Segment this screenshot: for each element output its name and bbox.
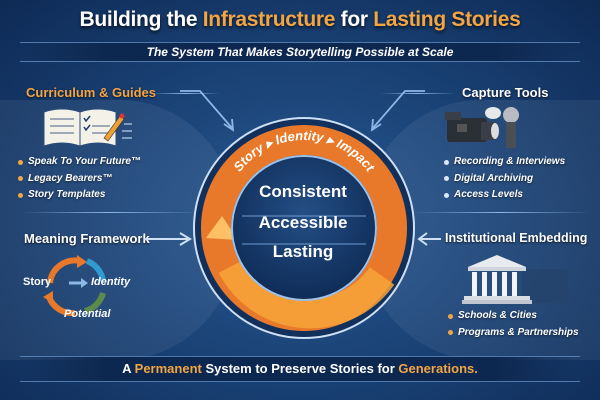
list-item: Digital Archiving	[444, 171, 565, 188]
list-item: Schools & Cities	[448, 308, 579, 325]
capture-tools-heading: Capture Tools	[462, 85, 549, 100]
institutional-embedding-heading: Institutional Embedding	[445, 231, 588, 245]
cycle-icon	[43, 255, 106, 317]
list-item: Recording & Interviews	[444, 154, 565, 171]
pillar-consistent: Consistent	[259, 182, 347, 201]
arrow-right-icon	[144, 232, 192, 246]
institutional-list: Schools & Cities Programs & Partnerships	[448, 308, 579, 341]
divider	[20, 212, 200, 213]
incoming-arrows	[180, 90, 425, 132]
divider	[380, 93, 455, 94]
list-item: Speak To Your Future™	[18, 154, 141, 171]
pillar-accessible: Accessible	[258, 213, 348, 232]
divider	[150, 93, 220, 94]
cycle-potential-label: Potential	[64, 308, 111, 320]
list-item: Access Levels	[444, 187, 565, 204]
list-item: Legacy Bearers™	[18, 171, 141, 188]
book-checklist-icon	[43, 108, 132, 147]
arrow-left-icon	[417, 232, 441, 246]
curriculum-list: Speak To Your Future™ Legacy Bearers™ St…	[18, 154, 141, 204]
center-cycle-diagram: Story ▸ Identity ▸ Impact	[193, 117, 415, 339]
capture-tools-list: Recording & Interviews Digital Archiving…	[444, 154, 565, 204]
curriculum-heading: Curriculum & Guides	[26, 85, 157, 100]
list-item: Programs & Partnerships	[448, 325, 579, 342]
cycle-identity-label: Identity	[91, 276, 131, 288]
divider	[410, 212, 590, 213]
page-title: Building the Infrastructure for Lasting …	[79, 8, 521, 31]
list-item: Story Templates	[18, 187, 141, 204]
meaning-framework-heading: Meaning Framework	[24, 231, 150, 246]
pillar-lasting: Lasting	[272, 242, 334, 261]
footer-tagline: A Permanent System to Preserve Stories f…	[20, 356, 580, 382]
building-columns-icon	[462, 255, 568, 304]
subtitle: The System That Makes Storytelling Possi…	[20, 42, 580, 62]
camera-microphone-icon	[445, 107, 519, 148]
cycle-story-label: Story	[23, 276, 52, 288]
